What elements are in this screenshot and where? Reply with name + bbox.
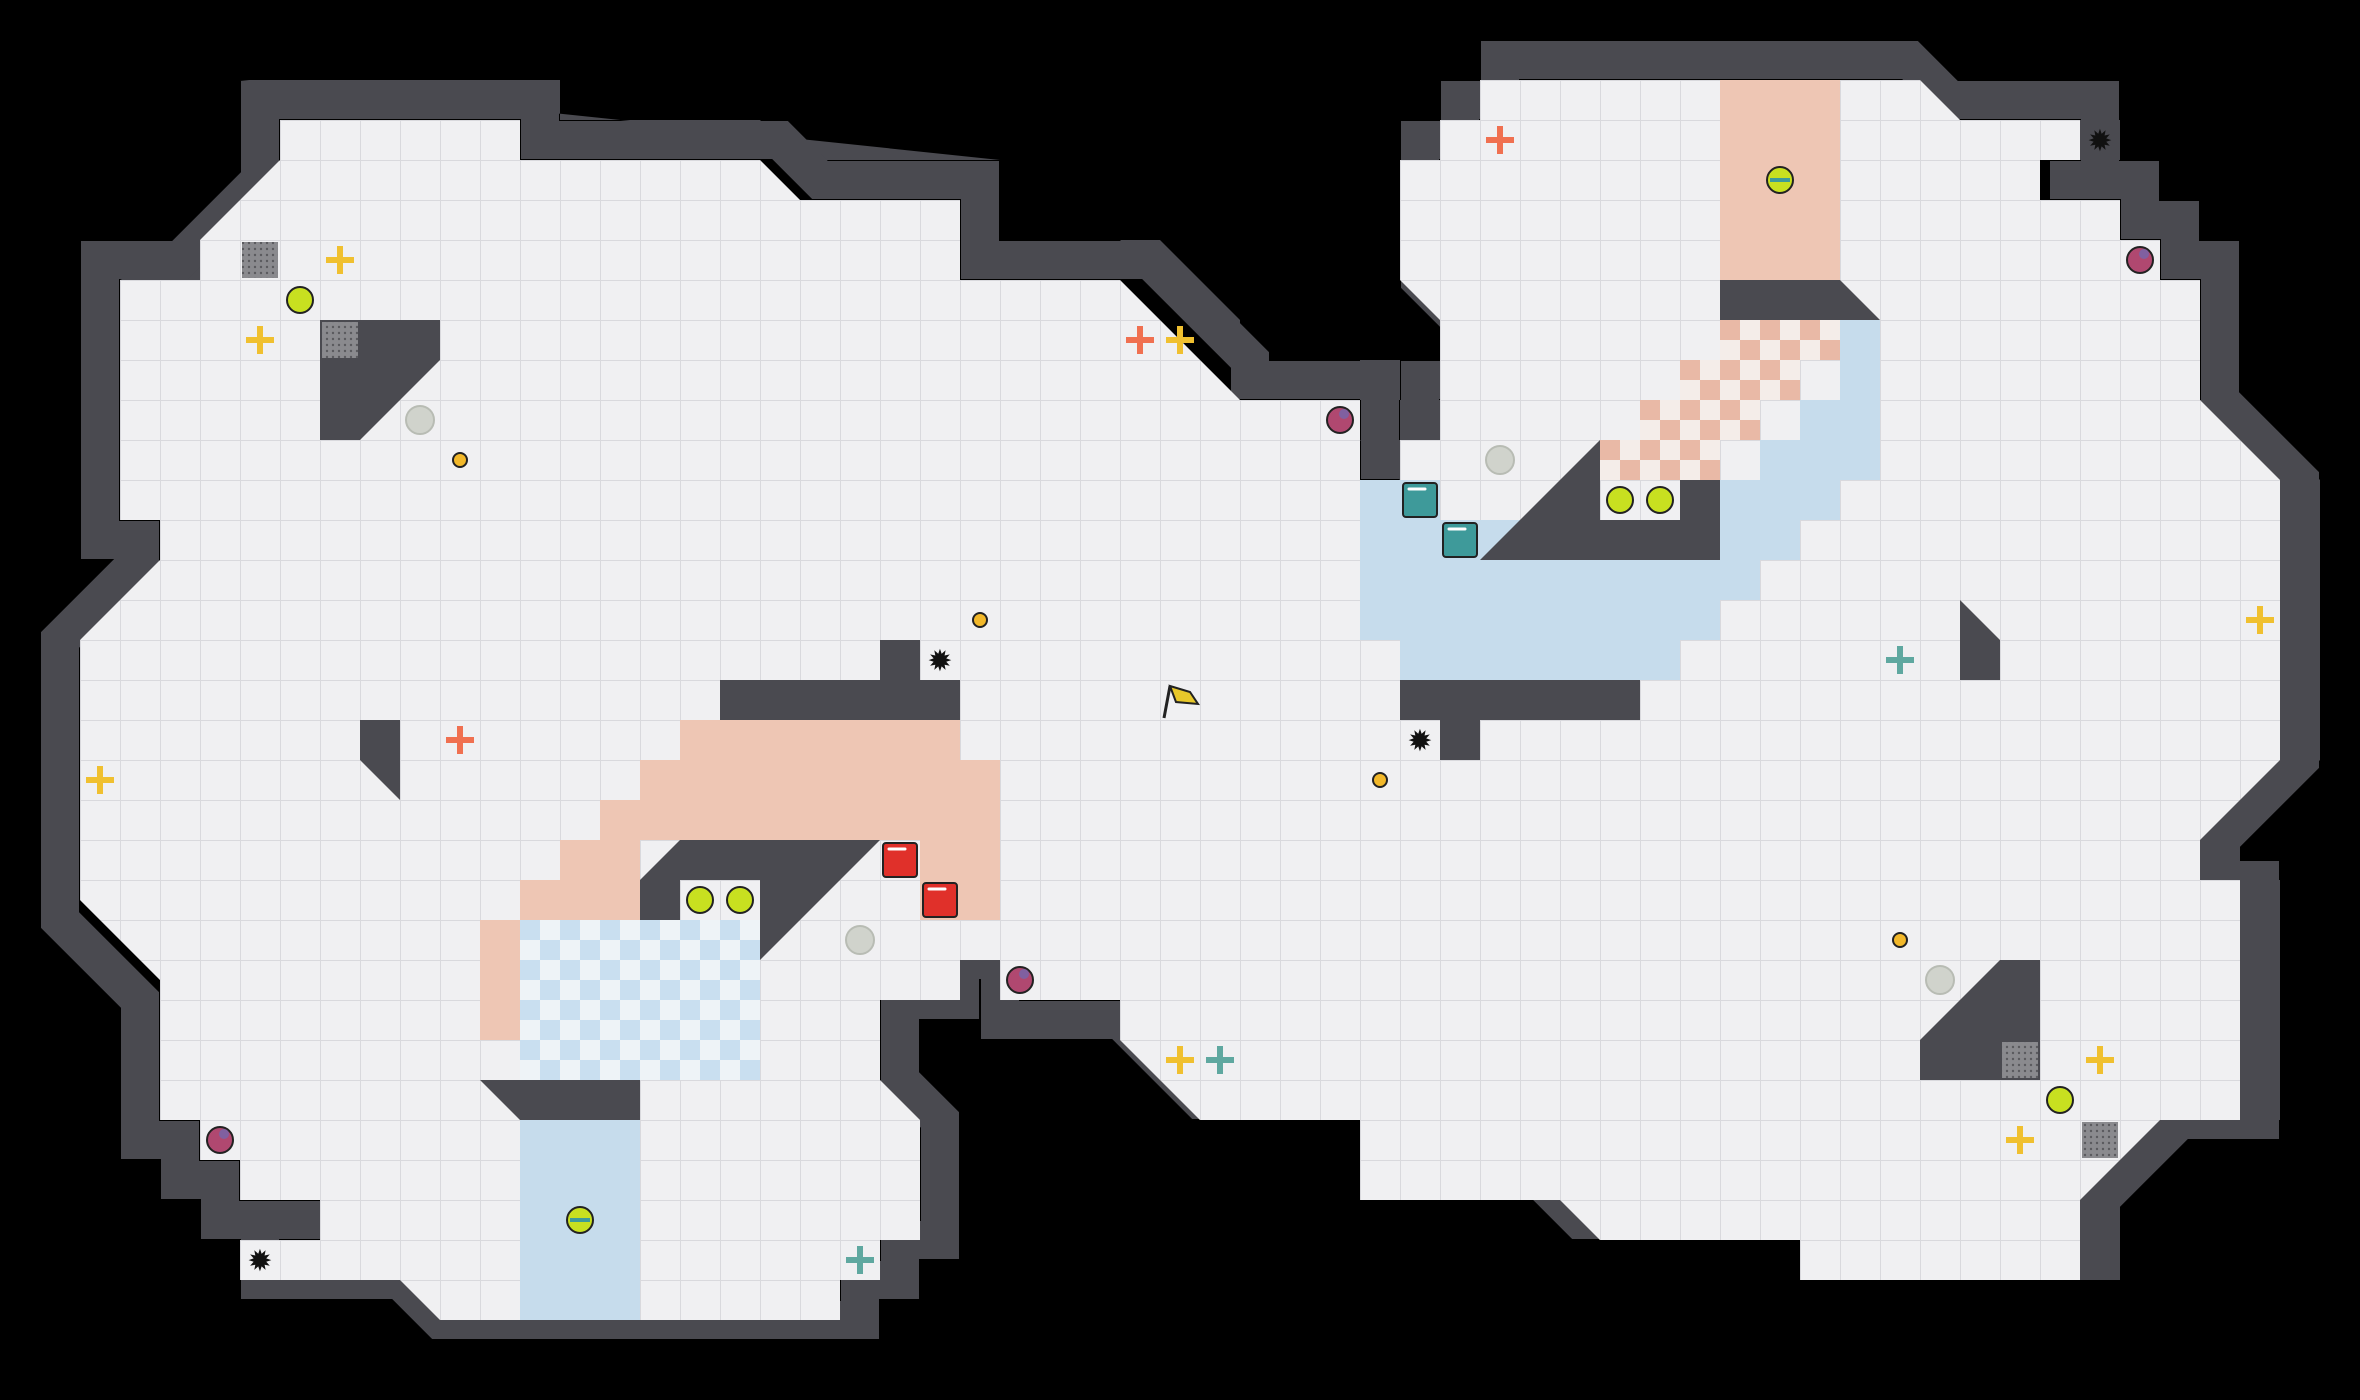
disc-icon [1485, 445, 1515, 475]
cross-spawn-icon [2086, 1046, 2114, 1074]
teleport-pads[interactable] [566, 166, 1794, 1234]
disc-icon [405, 405, 435, 435]
grate-icon [2082, 1122, 2118, 1158]
cross-spawn-icon [1486, 126, 1514, 154]
cross-spawn-icon [846, 1246, 874, 1274]
cross-spawn-icon [2006, 1126, 2034, 1154]
disc-icon [1925, 965, 1955, 995]
checker-blue-left-top [640, 920, 760, 1040]
orb-icon[interactable] [286, 286, 314, 314]
gear-icon: ✹ [2087, 124, 2112, 159]
grate-icon [2002, 1042, 2038, 1078]
coin-icon[interactable] [452, 452, 468, 468]
cross-spawn-icon [1166, 1046, 1194, 1074]
cross-spawn-icon [246, 326, 274, 354]
red-block-icon[interactable] [922, 882, 958, 918]
checker-red-right [1600, 320, 1840, 480]
gear-icon: ✹ [247, 1244, 272, 1279]
orb-icon[interactable] [686, 886, 714, 914]
cross-spawn-icon [326, 246, 354, 274]
orb-icon[interactable] [1606, 486, 1634, 514]
teal-block-icon[interactable] [1442, 522, 1478, 558]
pad-icon[interactable] [566, 1206, 594, 1234]
bombs[interactable] [206, 246, 2154, 1154]
grey-discs [405, 405, 1955, 995]
pad-icon[interactable] [1766, 166, 1794, 194]
cross-spawn-icon [1886, 646, 1914, 674]
push-blocks[interactable] [882, 482, 1478, 918]
grate-icon [322, 322, 358, 358]
coin-icon[interactable] [972, 612, 988, 628]
cross-spawn-icon [86, 766, 114, 794]
blue-zone-right [1360, 320, 1880, 680]
grate-icon [242, 242, 278, 278]
gear-icon: ✹ [927, 644, 952, 679]
flag-icon[interactable] [1162, 684, 1200, 719]
bomb-icon[interactable] [206, 1126, 234, 1154]
gears: ✹ ✹ ✹ ✹ [247, 124, 2112, 1279]
bomb-icon[interactable] [2126, 246, 2154, 274]
grates [242, 242, 2118, 1158]
cross-spawn-icon [1126, 326, 1154, 354]
spawn-crosses [86, 126, 2274, 1274]
cross-spawn-icon [1166, 326, 1194, 354]
cross-spawn-icon [2246, 606, 2274, 634]
orb-icon[interactable] [2046, 1086, 2074, 1114]
coin-icon[interactable] [1892, 932, 1908, 948]
orb-icon[interactable] [726, 886, 754, 914]
red-block-icon[interactable] [882, 842, 918, 878]
teal-block-icon[interactable] [1402, 482, 1438, 518]
bomb-icon[interactable] [1326, 406, 1354, 434]
bomb-icon[interactable] [1006, 966, 1034, 994]
coins[interactable] [452, 452, 1908, 948]
orb-icon[interactable] [1646, 486, 1674, 514]
cross-spawn-icon [1206, 1046, 1234, 1074]
gear-icon: ✹ [1407, 724, 1432, 759]
cross-spawn-icon [446, 726, 474, 754]
disc-icon [845, 925, 875, 955]
green-orbs[interactable] [286, 286, 2074, 1114]
coin-icon[interactable] [1372, 772, 1388, 788]
